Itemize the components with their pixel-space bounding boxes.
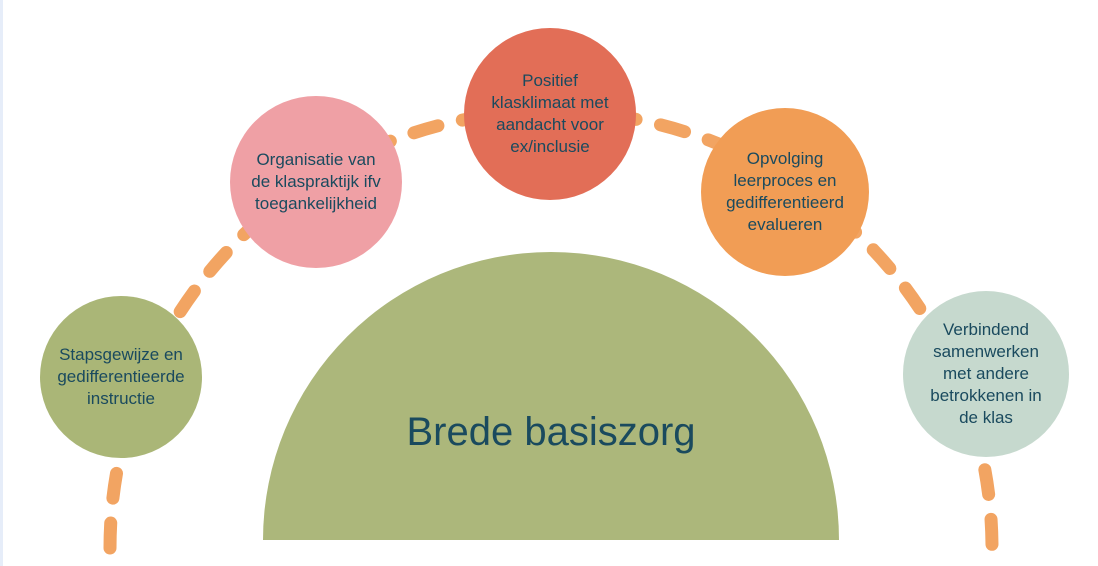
node-label-organisatie-klaspraktijk: Organisatie van de klaspraktijk ifv toeg…	[251, 150, 381, 213]
node-stapsgewijze-instructie: Stapsgewijze en gedifferentieerde instru…	[40, 296, 202, 458]
node-opvolging-leerproces: Opvolging leerproces en gedifferentieerd…	[701, 108, 869, 276]
node-positief-klasklimaat: Positief klasklimaat met aandacht voor e…	[464, 28, 636, 200]
node-organisatie-klaspraktijk: Organisatie van de klaspraktijk ifv toeg…	[230, 96, 402, 268]
node-label-verbindend-samenwerken: Verbindend samenwerken met andere betrok…	[930, 320, 1042, 427]
node-label-positief-klasklimaat: Positief klasklimaat met aandacht voor e…	[491, 71, 609, 156]
node-label-opvolging-leerproces: Opvolging leerproces en gedifferentieerd…	[726, 149, 844, 234]
node-verbindend-samenwerken: Verbindend samenwerken met andere betrok…	[903, 291, 1069, 457]
diagram-title: Brede basiszorg	[406, 410, 696, 454]
left-edge-highlight	[0, 0, 3, 566]
node-label-stapsgewijze-instructie: Stapsgewijze en gedifferentieerde instru…	[57, 345, 185, 408]
